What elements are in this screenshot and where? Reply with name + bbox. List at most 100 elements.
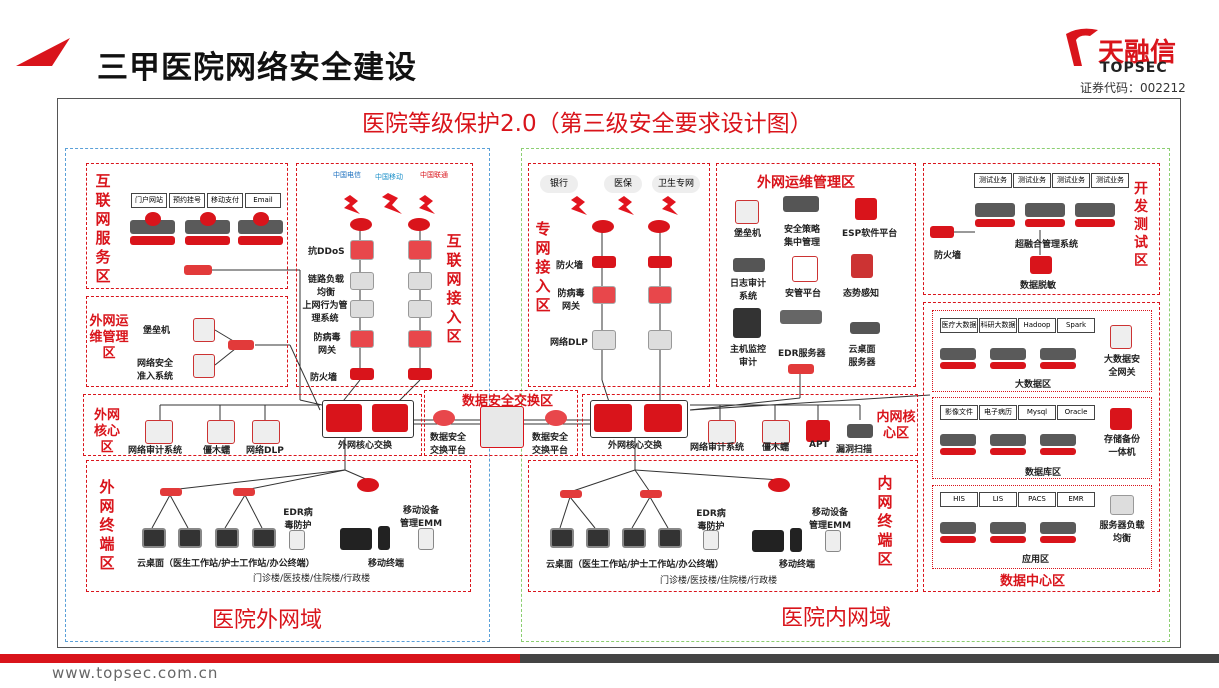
- edr-shield-icon: [289, 530, 305, 550]
- label-bigdata-gw: 大数据安全网关: [1103, 355, 1140, 378]
- core-switch-icon: [372, 404, 408, 432]
- outer-ops-label: 外网运维管理区: [89, 314, 129, 361]
- cloud-health-net: 卫生专网: [652, 175, 700, 193]
- terminal-switch-icon: [233, 488, 255, 496]
- china-telecom-logo: 中国电信: [333, 171, 361, 179]
- wifi-ap-icon: [357, 478, 379, 492]
- label-awareness: 态势感知: [843, 289, 880, 299]
- internet-service-zone: [86, 163, 288, 289]
- dlp-device: [592, 330, 616, 350]
- desensitize-device: [1030, 256, 1052, 274]
- diagram-title: 医院等级保护2.0（第三级安全要求设计图）: [362, 111, 813, 137]
- tag-spark: Spark: [1057, 318, 1095, 333]
- footer-bar-red: [0, 654, 520, 663]
- hc-server: [940, 348, 976, 360]
- load-balancer-device: [408, 272, 432, 290]
- outer-terminal-label: 外网终端区: [99, 478, 115, 572]
- edr-shield-icon: [703, 530, 719, 550]
- label-inner-audit: 网络审计系统: [690, 443, 745, 453]
- core-switch-icon: [644, 404, 682, 432]
- inner-network-region: [521, 148, 1170, 642]
- label-server-lb: 服务器负载均衡: [1099, 521, 1145, 544]
- firewall-device: [350, 368, 374, 380]
- label-inner-malware: 僵木蠕: [762, 443, 790, 453]
- hc-server: [975, 203, 1015, 217]
- label-net-audit: 网络审计系统: [128, 446, 183, 456]
- label-inner-core-switch: 外网核心交换: [608, 441, 663, 451]
- label-backup: 存储备份一体机: [1103, 435, 1140, 458]
- data-exchange-label: 数据安全交换区: [462, 394, 554, 409]
- firewall-device: [930, 226, 954, 238]
- desktop-icon: [215, 528, 239, 548]
- internet-access-zone: [296, 163, 473, 387]
- internet-access-label: 互联网接入区: [446, 232, 462, 345]
- net-audit-device: [708, 420, 736, 444]
- data-exchange-zone: [424, 390, 578, 456]
- tablet-icon: [752, 530, 784, 552]
- tag-mobile-pay: 移动支付: [207, 193, 243, 208]
- label-inner-av-gw: 防病毒网关: [557, 289, 585, 312]
- desktop-icon: [658, 528, 682, 548]
- label-apt: APT: [809, 440, 829, 450]
- footer-url[interactable]: www.topsec.com.cn: [52, 664, 219, 682]
- label-log-audit: 日志审计系统: [729, 279, 766, 302]
- tag-test-2: 测试业务: [1013, 173, 1051, 188]
- exchange-cloud-icon: [545, 410, 567, 426]
- china-mobile-logo: 中国移动: [375, 173, 403, 181]
- hc-server: [990, 348, 1026, 360]
- terminal-switch-icon: [640, 490, 662, 498]
- net-audit-device: [145, 420, 173, 444]
- label-malware: 僵木蠕: [203, 446, 231, 456]
- hc-icon: [200, 212, 216, 226]
- label-inner-emm: 移动设备管理EMM: [808, 508, 852, 531]
- outer-domain-label: 医院外网域: [212, 608, 323, 633]
- tag-test-1: 测试业务: [974, 173, 1012, 188]
- tag-med-bigdata: 医疗大数据: [940, 318, 978, 333]
- label-buildings: 门诊楼/医技楼/住院楼/行政楼: [253, 574, 371, 584]
- firewall-device: [592, 256, 616, 268]
- tag-emr: EMR: [1057, 492, 1095, 507]
- hc-server-2: [185, 220, 230, 234]
- internet-service-label: 互联网服务区: [95, 172, 111, 285]
- service-switch-icon: [184, 265, 212, 275]
- cloud-insurance: 医保: [604, 175, 642, 193]
- label-firewall: 防火墙: [310, 373, 338, 383]
- label-policy-mgmt: 安全策略集中管理: [783, 225, 820, 248]
- page-title: 三甲医院网络安全建设: [97, 50, 417, 86]
- china-unicom-logo: 中国联通: [420, 171, 448, 179]
- inner-ops-label: 外网运维管理区: [757, 175, 855, 191]
- tag-oracle: Oracle: [1057, 405, 1095, 420]
- stock-code: 证券代码：002212: [1080, 81, 1186, 95]
- dev-test-label: 开发测试区: [1134, 181, 1148, 269]
- dev-test-zone: [923, 163, 1160, 295]
- label-edr: EDR病毒防护: [283, 508, 313, 531]
- malware-device: [762, 420, 790, 444]
- bastion-device: [193, 318, 215, 342]
- core-switch-icon: [326, 404, 362, 432]
- router-icon: [408, 218, 430, 231]
- label-exchange-1: 数据安全交换平台: [429, 433, 466, 456]
- label-vuln-scan: 漏洞扫描: [836, 445, 873, 455]
- server-lb-device: [1110, 495, 1134, 515]
- arrow-decoration-icon: [16, 38, 70, 66]
- antivirus-gateway-device: [350, 330, 374, 348]
- label-antivirus-gw: 防病毒网关: [313, 333, 341, 356]
- datacenter-zone: [923, 302, 1160, 592]
- server-base: [185, 236, 230, 245]
- anti-ddos-device: [408, 240, 432, 260]
- hc-server: [990, 434, 1026, 446]
- behavior-mgmt-device: [350, 300, 374, 318]
- outer-terminal-zone: [86, 460, 471, 592]
- desktop-icon: [586, 528, 610, 548]
- private-access-zone: [528, 163, 710, 387]
- nac-device: [193, 354, 215, 378]
- label-inner-mobile: 移动终端: [779, 560, 816, 570]
- server-base: [1075, 219, 1115, 227]
- router-icon: [648, 220, 670, 233]
- inner-domain-label: 医院内网域: [781, 606, 892, 631]
- anti-ddos-device: [350, 240, 374, 260]
- bigdata-gateway-device: [1110, 325, 1132, 349]
- label-bigdata-zone: 大数据区: [1015, 380, 1052, 390]
- tag-email: Email: [245, 193, 281, 208]
- core-switch-icon: [594, 404, 632, 432]
